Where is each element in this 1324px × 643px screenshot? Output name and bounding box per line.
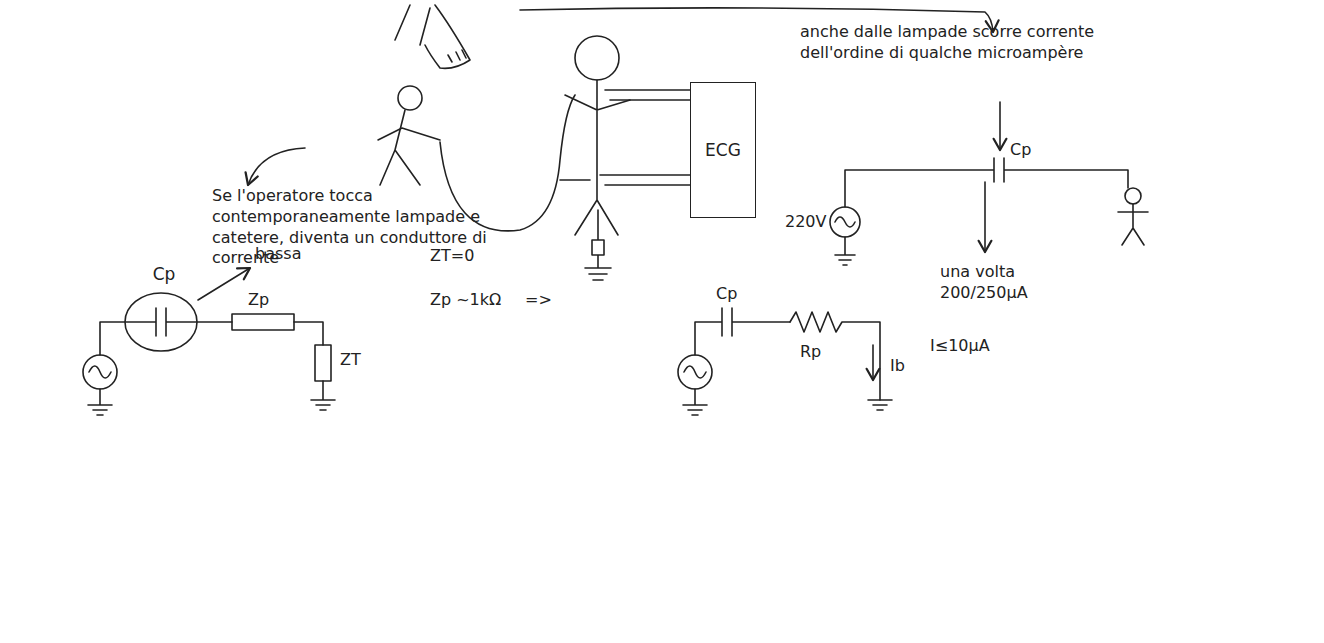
annotation: bassa xyxy=(255,244,301,265)
leakage-circuit xyxy=(830,158,1148,265)
voltage-label: 220V xyxy=(785,212,826,233)
equation: Zp ~1kΩ xyxy=(430,290,501,311)
lamp-note: anche dalle lampade scorre corrente dell… xyxy=(800,22,1100,64)
leader-arrow xyxy=(248,148,305,185)
surgical-lamp xyxy=(395,5,470,68)
circled-capacitor: Cp xyxy=(118,262,210,354)
equation: ZT=0 xyxy=(430,246,474,267)
simplified-circuit xyxy=(678,308,892,415)
current-label: Ib xyxy=(890,356,905,377)
ecg-box: ECG xyxy=(690,82,756,218)
leader-arrow xyxy=(999,102,1001,150)
capacitor-label: Cp xyxy=(716,284,737,305)
implication-arrow: => xyxy=(525,290,552,311)
patient-figure xyxy=(560,36,690,280)
node-label: ECG xyxy=(705,140,741,160)
resistor-label: Rp xyxy=(800,342,821,363)
equivalent-circuit xyxy=(83,268,335,415)
capacitor-label: Cp xyxy=(1010,140,1031,161)
current-note: una volta 200/250µA xyxy=(940,262,1060,304)
impedance-label: Zp xyxy=(248,290,269,311)
node-label: Cp xyxy=(118,264,210,284)
current-limit: I≤10µA xyxy=(930,336,990,357)
impedance-label: ZT xyxy=(340,350,361,371)
operator-figure xyxy=(378,86,440,185)
